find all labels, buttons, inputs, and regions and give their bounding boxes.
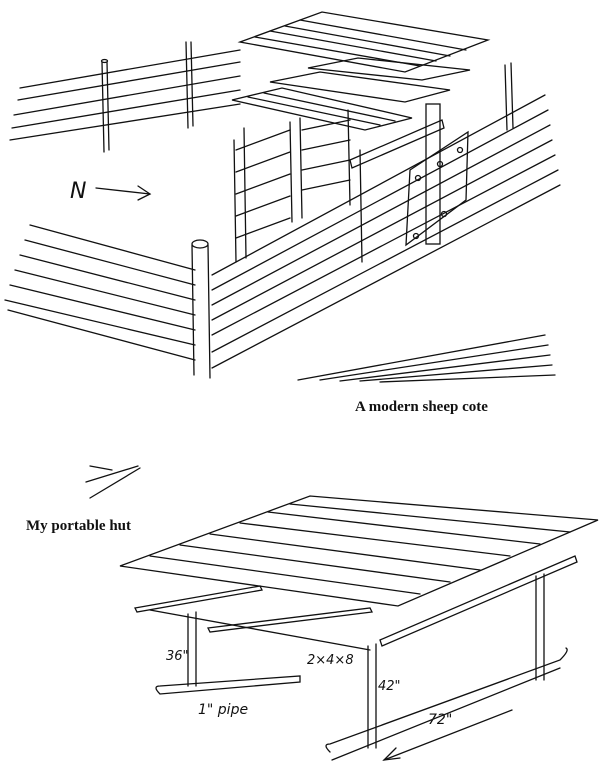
ground-shading — [297, 334, 556, 383]
height-right-label: 42" — [378, 679, 401, 694]
right-rail-fence — [211, 62, 561, 369]
cross-beams — [349, 103, 445, 263]
portable-hut-caption: My portable hut — [26, 518, 131, 534]
shading-marks — [85, 465, 141, 499]
hanging-door — [405, 130, 469, 247]
roof-panels — [231, 11, 491, 131]
slatted-walls — [233, 109, 351, 263]
hut-roof — [119, 495, 599, 607]
height-left-label: 36" — [166, 649, 189, 664]
pipe-label: 1" pipe — [198, 702, 248, 718]
sheep-cote-caption: A modern sheep cote — [355, 399, 488, 415]
sled-runners — [155, 647, 568, 761]
lumber-label: 2×4×8 — [307, 653, 354, 668]
sheep-cote-sketch — [4, 11, 561, 383]
hut-frame — [134, 555, 578, 651]
length-dimension — [382, 709, 513, 761]
portable-hut-sketch — [85, 465, 599, 761]
front-rail-fence — [4, 224, 211, 379]
back-rail-fence — [9, 41, 241, 153]
north-arrow — [95, 185, 152, 201]
north-label: N — [70, 179, 86, 204]
length-label: 72" — [428, 712, 452, 728]
hut-legs — [187, 573, 545, 749]
